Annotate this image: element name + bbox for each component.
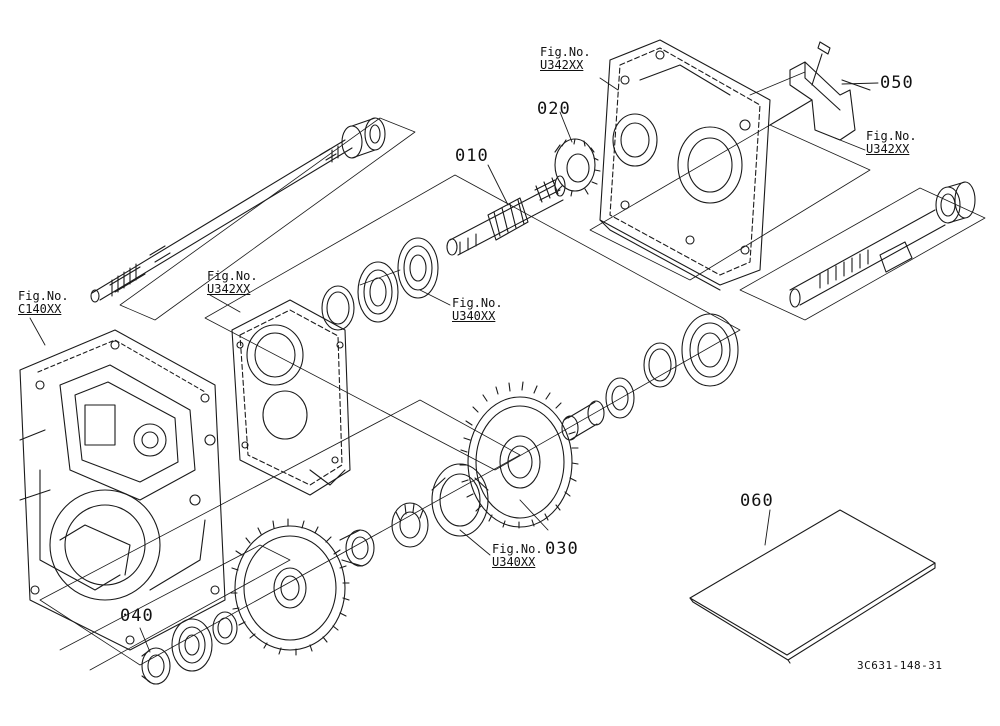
part-label-050: 050 — [880, 73, 914, 93]
manual-sheet-060 — [689, 509, 936, 664]
fig-ref-upper-bearing: Fig.No.U340XX — [452, 296, 503, 323]
right-output-shaft — [739, 181, 986, 321]
pinion-shaft-010 — [446, 175, 566, 256]
fig-ref-left-case: Fig.No.C140XX — [18, 289, 69, 316]
bracket-050 — [749, 61, 871, 141]
upper-bearings — [204, 174, 741, 471]
part-label-030: 030 — [545, 539, 579, 559]
leader-lines — [29, 77, 879, 653]
transmission-case — [19, 329, 226, 651]
part-label-020: 020 — [537, 99, 571, 119]
bevel-gear-020 — [554, 138, 601, 197]
right-housing — [589, 39, 871, 291]
fig-ref-center-plate: Fig.No.U342XX — [207, 269, 258, 296]
large-gear-030 — [39, 381, 579, 666]
fig-ref-top: Fig.No.U342XX — [540, 45, 591, 72]
lower-sleeves — [339, 463, 489, 567]
part-label-010: 010 — [455, 146, 489, 166]
center-plate — [231, 299, 351, 496]
part-label-040: 040 — [120, 606, 154, 626]
lower-right-bearings — [561, 313, 739, 441]
upper-long-shaft — [90, 117, 416, 321]
part-label-060: 060 — [740, 491, 774, 511]
lower-big-gear — [230, 518, 350, 656]
drawing-code: 3C631-148-31 — [857, 659, 943, 672]
fig-ref-right: Fig.No.U342XX — [866, 129, 917, 156]
fig-ref-lower-sleeve: Fig.No.U340XX — [492, 542, 543, 569]
lower-left-bearings — [59, 544, 291, 685]
